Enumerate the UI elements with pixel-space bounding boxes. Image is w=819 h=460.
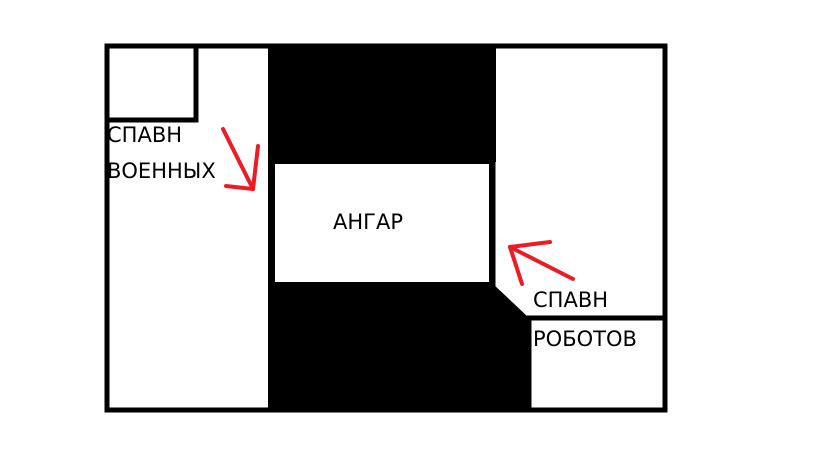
military-spawn-label-line2: ВОЕННЫХ: [107, 159, 216, 183]
bottom-black-block: [270, 284, 531, 410]
top-black-block: [270, 46, 496, 162]
robot-spawn-box: [526, 315, 668, 413]
hangar-box: [271, 160, 493, 286]
arrow-robots-to-hangar: [508, 240, 575, 286]
military-spawn-box: [104, 43, 199, 123]
robot-spawn-label-line2: РОБОТОВ: [533, 327, 637, 351]
arrow-military-to-hangar: [221, 127, 260, 191]
hangar-label: АНГАР: [333, 210, 403, 234]
military-spawn-label-line1: СПАВН: [107, 123, 183, 147]
robot-spawn-label-line1: СПАВН: [533, 288, 609, 312]
